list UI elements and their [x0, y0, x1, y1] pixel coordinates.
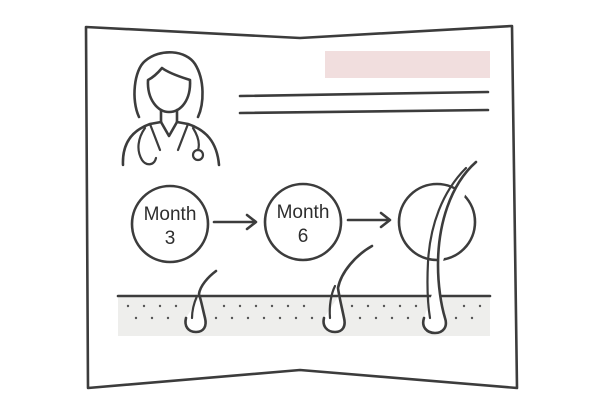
skin-dot — [454, 316, 458, 320]
skin-dot — [142, 304, 146, 308]
stage-circle-month-3 — [130, 184, 210, 264]
skin-dot — [462, 304, 466, 308]
skin-dot — [246, 316, 250, 320]
skin-dot — [382, 304, 386, 308]
skin-dot — [286, 304, 290, 308]
stage-month-6: Month 6 — [263, 182, 343, 262]
stage-number-month-3: 3 — [165, 228, 176, 249]
skin-dot — [166, 316, 170, 320]
skin-dot — [126, 304, 130, 308]
skin-dot — [470, 316, 474, 320]
skin-dot — [350, 304, 354, 308]
stage-number-month-6: 6 — [298, 226, 309, 247]
hair-follicle-icon — [322, 244, 374, 334]
skin-dot — [174, 304, 178, 308]
doctor-icon — [121, 51, 221, 167]
skin-dot — [302, 304, 306, 308]
skin-dot — [222, 304, 226, 308]
skin-texture-dots — [126, 304, 482, 320]
highlight-bar — [325, 51, 490, 78]
skin-dot — [230, 316, 234, 320]
skin-dot — [478, 304, 482, 308]
skin-dot — [406, 316, 410, 320]
stage-month-3: Month 3 — [130, 184, 210, 264]
skin-dot — [150, 316, 154, 320]
skin-dot — [254, 304, 258, 308]
skin-dot — [270, 304, 274, 308]
skin-dot — [262, 316, 266, 320]
skin-dot — [358, 316, 362, 320]
skin-dot — [366, 304, 370, 308]
hair-follicle-icon — [421, 160, 478, 335]
stethoscope-icon — [137, 126, 205, 166]
text-line-2 — [238, 108, 490, 115]
stage-label-month-6: Month — [277, 202, 330, 223]
skin-dot — [158, 304, 162, 308]
skin-dot — [310, 316, 314, 320]
skin-dot — [214, 316, 218, 320]
skin-dot — [414, 304, 418, 308]
stage-circle-month-6 — [263, 182, 343, 262]
skin-dot — [294, 316, 298, 320]
skin-dot — [238, 304, 242, 308]
skin-dot — [134, 316, 138, 320]
hair-follicle-icon — [184, 269, 218, 334]
skin-dot — [398, 304, 402, 308]
skin-dot — [390, 316, 394, 320]
arrow-right-icon — [346, 211, 392, 229]
stage-label-month-3: Month — [144, 204, 197, 225]
arrow-right-icon — [212, 213, 258, 231]
skin-dot — [278, 316, 282, 320]
text-line-1 — [238, 90, 490, 98]
skin-dot — [374, 316, 378, 320]
